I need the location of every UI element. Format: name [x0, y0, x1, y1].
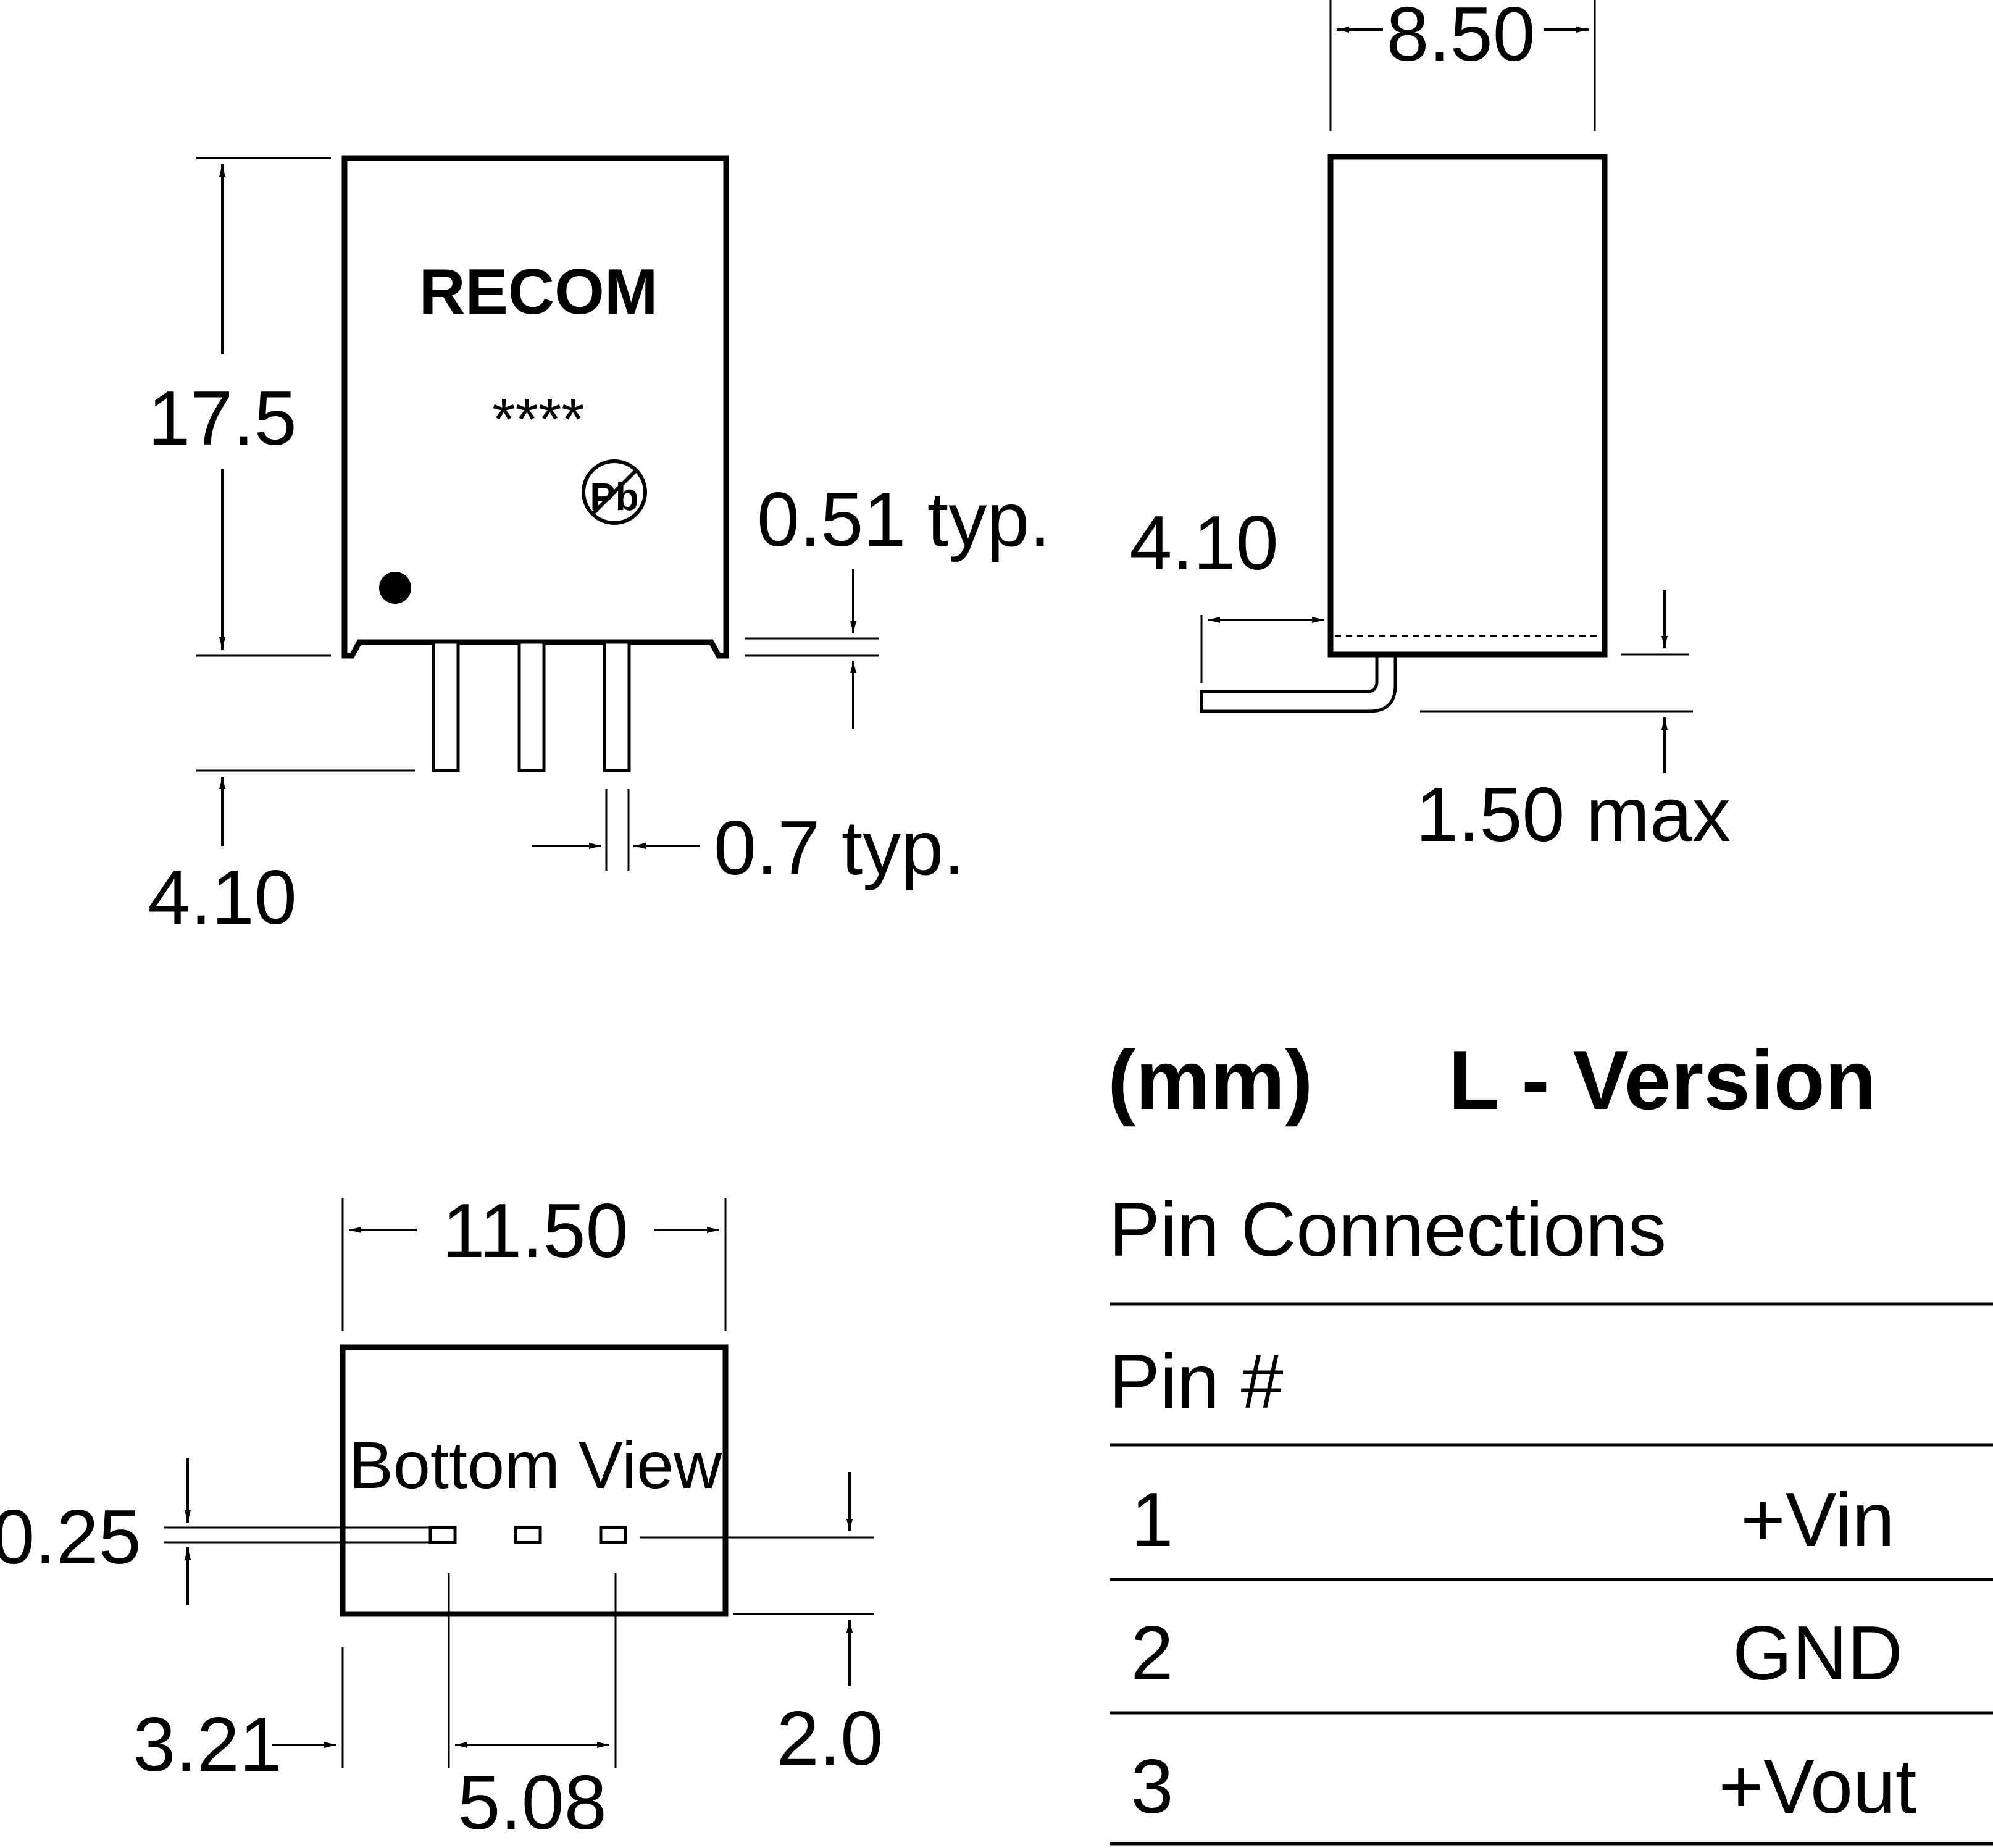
- dim-pin-thickness: 0.25: [0, 1495, 141, 1580]
- pb-mark: Pb: [590, 476, 638, 519]
- pin1-marker-dot: [379, 572, 411, 604]
- pin-function: GND: [1732, 1611, 1903, 1696]
- bent-lead: [1200, 654, 1397, 713]
- dim-standoff: 0.51 typ.: [757, 477, 1051, 562]
- pin-2-pad: [514, 1526, 542, 1544]
- dim-depth: 8.50: [1386, 0, 1535, 77]
- dim-pin-row: 2.0: [777, 1696, 883, 1781]
- pin-1-pad: [428, 1526, 457, 1544]
- pin-number: 1: [1131, 1478, 1174, 1563]
- pin-2-lead: [517, 640, 546, 772]
- pin-function: +Vout: [1719, 1744, 1917, 1829]
- module-body-front: [341, 155, 729, 659]
- pin-number: 3: [1131, 1744, 1174, 1829]
- pin-function: +Vin: [1740, 1478, 1894, 1563]
- table-row: 2 GND: [1131, 1611, 1903, 1696]
- part-number-placeholder: ****: [492, 387, 584, 453]
- lead-free-icon: Pb: [582, 459, 647, 525]
- pin-1-lead: [432, 640, 460, 772]
- dim-width: 11.50: [442, 1189, 628, 1274]
- pin-number: 2: [1131, 1611, 1174, 1696]
- pin-3-lead: [603, 640, 631, 772]
- version-label: L - Version: [1448, 1033, 1876, 1127]
- brand-label: RECOM: [419, 256, 658, 328]
- dim-pin-length: 4.10: [148, 855, 296, 940]
- dim-height: 17.5: [148, 376, 296, 461]
- module-body-side: [1327, 154, 1608, 658]
- module-body-bottom: [340, 1344, 729, 1617]
- dim-edge-offset: 3.21: [133, 1702, 282, 1787]
- pin-3-pad: [599, 1526, 627, 1544]
- table-row: 3 +Vout: [1131, 1744, 1917, 1829]
- side-view: 8.50 4.10 1.50 max: [1129, 0, 1731, 858]
- front-view: RECOM **** Pb 17.5 4.10 0.51 typ.: [148, 155, 1051, 940]
- pin-connections-title: Pin Connections: [1109, 1187, 1666, 1273]
- bottom-view: Bottom View 11.50 0.25 2.0 3.21 5.08: [0, 1189, 883, 1846]
- pin-column-header: Pin #: [1109, 1339, 1284, 1424]
- dim-max: 1.50 max: [1416, 772, 1731, 858]
- dim-bend: 4.10: [1129, 501, 1278, 586]
- dim-pin-width: 0.7 typ.: [714, 806, 965, 891]
- bottom-view-title: Bottom View: [349, 1428, 722, 1502]
- table-row: 1 +Vin: [1131, 1478, 1895, 1563]
- units-label: (mm): [1108, 1033, 1313, 1127]
- dim-pitch: 5.08: [458, 1760, 606, 1846]
- pin-connections-table: (mm) L - Version Pin Connections Pin # 1…: [1108, 1033, 1993, 1846]
